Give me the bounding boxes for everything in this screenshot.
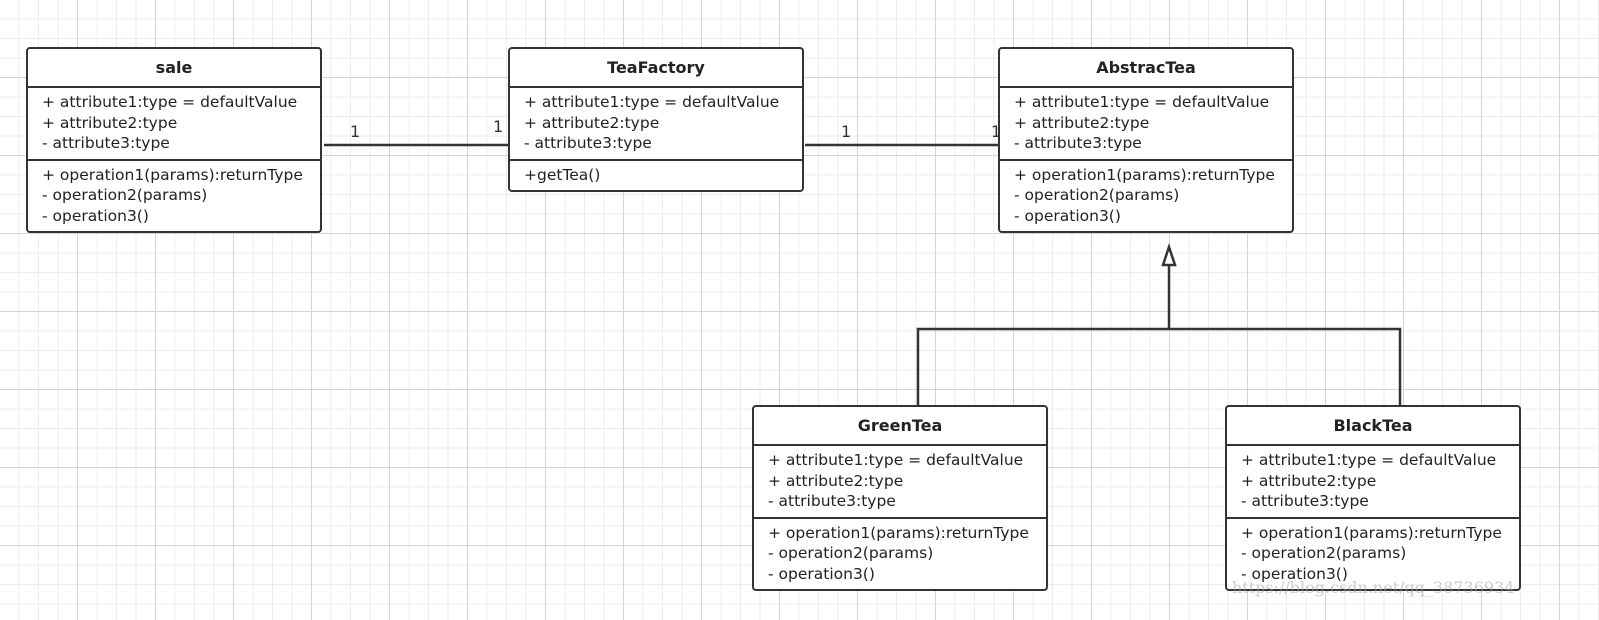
operation: + operation1(params):returnType bbox=[768, 523, 1029, 542]
operation: - operation3() bbox=[42, 206, 149, 225]
class-teafactory[interactable]: TeaFactory + attribute1:type = defaultVa… bbox=[508, 47, 804, 192]
operation: - operation3() bbox=[1241, 564, 1348, 583]
attribute: + attribute1:type = defaultValue bbox=[1014, 93, 1270, 111]
class-greentea[interactable]: GreenTea + attribute1:type = defaultValu… bbox=[752, 405, 1048, 591]
operations-section: + operation1(params):returnType - operat… bbox=[1227, 516, 1519, 590]
attribute: + attribute1:type = defaultValue bbox=[1241, 451, 1497, 469]
attributes-section: + attribute1:type = defaultValue + attri… bbox=[1227, 446, 1519, 517]
inheritance-arrowhead bbox=[1161, 243, 1177, 267]
operation: + operation1(params):returnType bbox=[42, 165, 303, 184]
operation: - operation2(params) bbox=[1014, 186, 1180, 204]
operation: +getTea() bbox=[524, 165, 601, 184]
class-name: sale bbox=[28, 49, 320, 88]
operation: - operation2(params) bbox=[1241, 544, 1407, 562]
attribute: + attribute2:type bbox=[1014, 113, 1150, 132]
multiplicity-teafactory-side: 1 bbox=[493, 117, 504, 136]
multiplicity-sale-side: 1 bbox=[350, 122, 361, 141]
operation: - operation3() bbox=[1014, 206, 1121, 225]
attribute: + attribute2:type bbox=[42, 113, 178, 132]
class-name: GreenTea bbox=[754, 407, 1046, 446]
operation: - operation3() bbox=[768, 564, 875, 583]
attributes-section: + attribute1:type = defaultValue + attri… bbox=[754, 446, 1046, 517]
attribute: - attribute3:type bbox=[42, 134, 170, 152]
generalization-blacktea-line bbox=[1169, 327, 1402, 412]
attribute: - attribute3:type bbox=[1241, 492, 1369, 510]
class-abstractea[interactable]: AbstracTea + attribute1:type = defaultVa… bbox=[998, 47, 1294, 233]
class-name: AbstracTea bbox=[1000, 49, 1292, 88]
multiplicity-abstractea-side: 1 bbox=[991, 122, 1002, 141]
operation: - operation2(params) bbox=[42, 186, 208, 204]
attributes-section: + attribute1:type = defaultValue + attri… bbox=[1000, 88, 1292, 159]
class-sale[interactable]: sale + attribute1:type = defaultValue + … bbox=[26, 47, 322, 233]
attributes-section: + attribute1:type = defaultValue + attri… bbox=[28, 88, 320, 159]
generalization-greentea-line bbox=[916, 327, 1169, 412]
attributes-section: + attribute1:type = defaultValue + attri… bbox=[510, 88, 802, 159]
attribute: - attribute3:type bbox=[1014, 134, 1142, 152]
attribute: + attribute1:type = defaultValue bbox=[42, 93, 298, 111]
attribute: + attribute1:type = defaultValue bbox=[524, 93, 780, 111]
attribute: - attribute3:type bbox=[524, 134, 652, 152]
multiplicity-teafactory-side-2: 1 bbox=[841, 122, 852, 141]
class-name: TeaFactory bbox=[510, 49, 802, 88]
operations-section: + operation1(params):returnType - operat… bbox=[28, 158, 320, 232]
operation: + operation1(params):returnType bbox=[1014, 165, 1275, 184]
watermark: https://blog.csdn.net/qq_38736934 bbox=[1232, 578, 1515, 597]
operation: - operation2(params) bbox=[768, 544, 934, 562]
operations-section: + operation1(params):returnType - operat… bbox=[754, 516, 1046, 590]
class-name: BlackTea bbox=[1227, 407, 1519, 446]
attribute: + attribute2:type bbox=[1241, 471, 1377, 490]
class-blacktea[interactable]: BlackTea + attribute1:type = defaultValu… bbox=[1225, 405, 1521, 591]
attribute: + attribute2:type bbox=[524, 113, 660, 132]
attribute: + attribute2:type bbox=[768, 471, 904, 490]
operations-section: + operation1(params):returnType - operat… bbox=[1000, 158, 1292, 232]
attribute: + attribute1:type = defaultValue bbox=[768, 451, 1024, 469]
attribute: - attribute3:type bbox=[768, 492, 896, 510]
operations-section: +getTea() bbox=[510, 158, 802, 191]
operation: + operation1(params):returnType bbox=[1241, 523, 1502, 542]
